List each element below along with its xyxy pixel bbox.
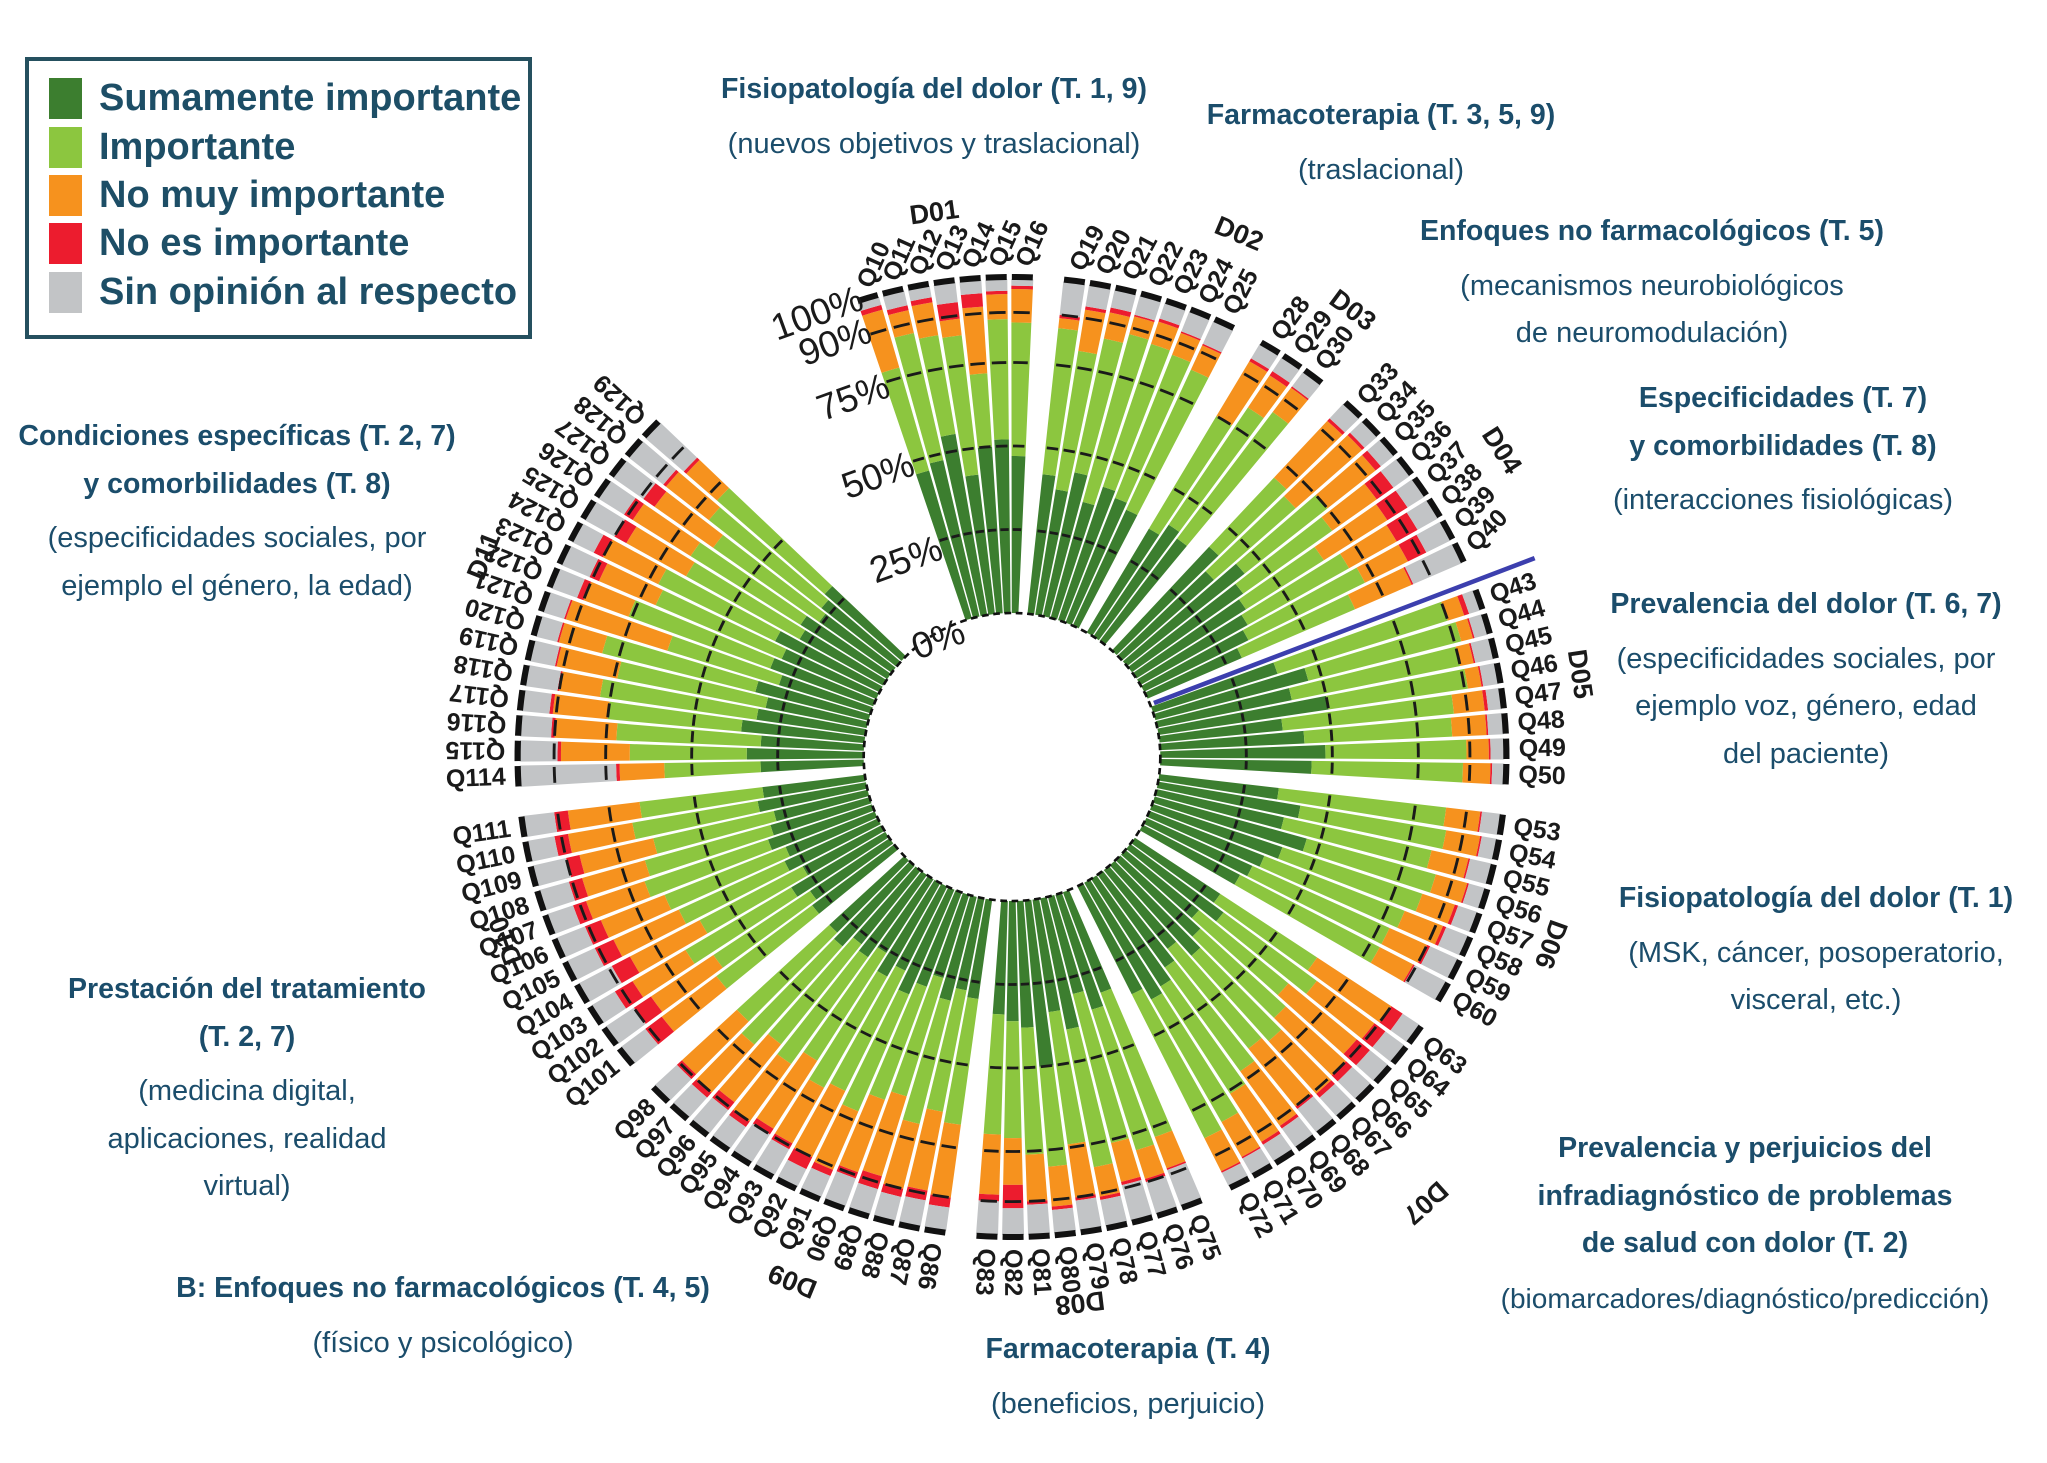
svg-text:Q82: Q82	[999, 1249, 1027, 1296]
svg-text:Q80: Q80	[1053, 1245, 1086, 1295]
svg-text:Q81: Q81	[1026, 1247, 1057, 1296]
svg-text:D08: D08	[1054, 1285, 1107, 1321]
svg-text:Q115: Q115	[445, 736, 505, 765]
svg-text:Q48: Q48	[1517, 705, 1566, 736]
svg-text:D01: D01	[908, 194, 961, 231]
svg-text:Q83: Q83	[970, 1248, 1000, 1297]
svg-text:75%: 75%	[811, 365, 895, 429]
svg-text:D02: D02	[1210, 210, 1267, 257]
svg-text:Q49: Q49	[1518, 734, 1566, 763]
svg-text:Q50: Q50	[1518, 761, 1566, 791]
svg-text:Q114: Q114	[445, 763, 506, 793]
svg-text:Q53: Q53	[1512, 813, 1563, 847]
svg-text:50%: 50%	[836, 443, 920, 507]
svg-text:Q47: Q47	[1513, 677, 1563, 711]
svg-text:D07: D07	[1397, 1175, 1454, 1230]
svg-text:25%: 25%	[864, 527, 948, 591]
svg-text:D09: D09	[764, 1258, 821, 1304]
svg-text:D05: D05	[1562, 647, 1599, 700]
svg-text:0%: 0%	[906, 611, 970, 668]
svg-text:Q116: Q116	[446, 707, 507, 739]
